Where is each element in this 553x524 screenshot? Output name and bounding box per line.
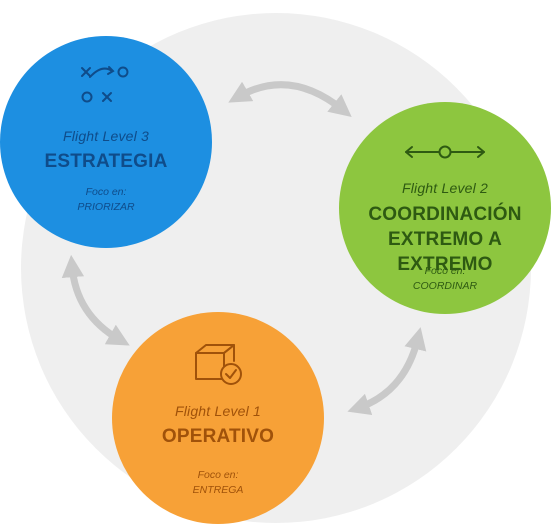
focus-label: Foco en: — [424, 265, 466, 277]
level-title-line-2: EXTREMO A EXTREMO — [387, 229, 503, 275]
operative-node: Flight Level 1 OPERATIVO Foco en: ENTREG… — [112, 312, 324, 524]
arrow-strategy-operative — [61, 254, 130, 346]
level-title-line-1: COORDINACIÓN — [368, 204, 522, 225]
arrow-strategy-coordination — [228, 81, 352, 118]
strategy-node: Flight Level 3 ESTRATEGIA Foco en: PRIOR… — [0, 36, 212, 248]
focus-value: PRIORIZAR — [77, 201, 135, 213]
box-check-icon — [195, 344, 242, 385]
arrow-coordination-operative — [347, 327, 427, 415]
play-diagram-icon — [81, 66, 129, 103]
level-label: Flight Level 3 — [62, 128, 150, 144]
focus-label: Foco en: — [197, 469, 239, 481]
level-label: Flight Level 2 — [401, 180, 489, 196]
coordination-node: Flight Level 2 COORDINACIÓN EXTREMO A EX… — [339, 102, 551, 314]
level-label: Flight Level 1 — [174, 403, 262, 419]
focus-value: COORDINAR — [412, 280, 478, 292]
node-line-arrows-icon — [405, 145, 485, 159]
focus-value: ENTREGA — [192, 484, 244, 496]
level-title: COORDINACIÓN EXTREMO A EXTREMO — [339, 202, 551, 277]
level-title: ESTRATEGIA — [44, 151, 168, 172]
focus-label: Foco en: — [85, 186, 127, 198]
level-title: OPERATIVO — [161, 426, 275, 447]
